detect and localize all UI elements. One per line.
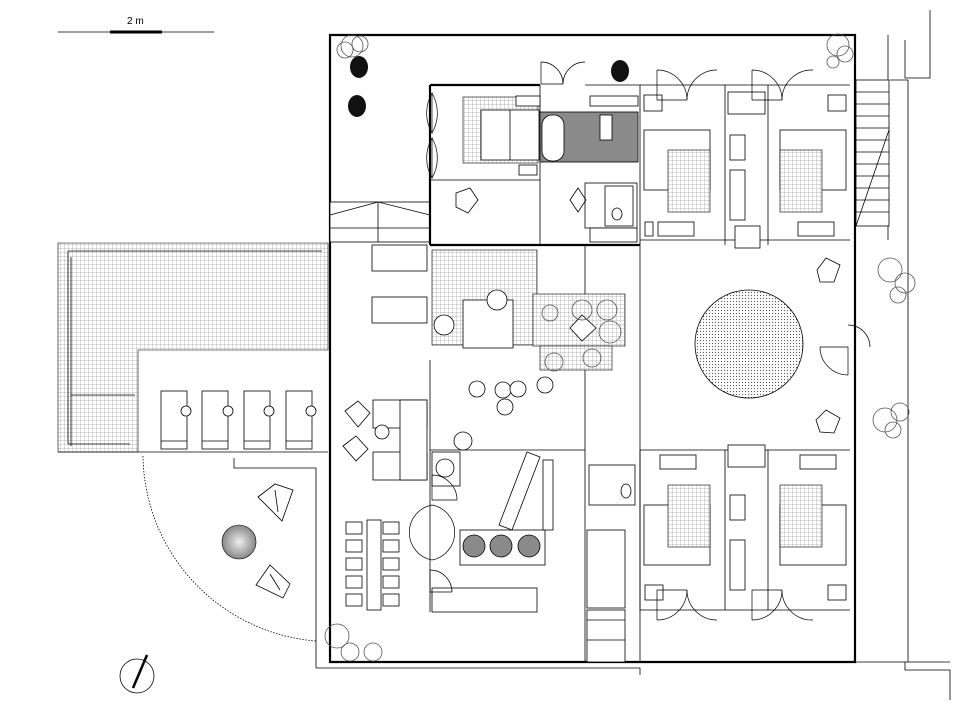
bedroom-bottom-right — [779, 454, 847, 601]
bedroom-top-right — [779, 94, 847, 237]
central-stair — [586, 464, 636, 663]
bedroom-bottom-left — [643, 454, 711, 601]
shelving-unit — [431, 249, 626, 371]
wc-upper — [569, 182, 638, 243]
north-arrow-icon — [119, 654, 155, 694]
entry-stair — [329, 201, 431, 243]
kitchen-island — [459, 529, 546, 566]
exterior-stair — [855, 79, 890, 227]
doors — [408, 61, 871, 621]
bath-top-shared — [727, 91, 766, 249]
living-sofas — [371, 244, 428, 481]
garden-area — [58, 451, 328, 668]
lounge-chairs — [342, 187, 597, 462]
bedroom-top-left — [643, 94, 711, 237]
master-bathroom — [462, 95, 639, 176]
side-tables — [815, 257, 841, 434]
bar-counter — [498, 451, 554, 531]
round-rug — [694, 289, 804, 399]
scale-bar: 2 m — [58, 16, 214, 34]
dining-table — [345, 519, 400, 611]
plants — [324, 33, 916, 662]
sun-loungers — [160, 390, 317, 450]
small-stools — [374, 289, 554, 451]
kitchen-counter — [431, 451, 538, 613]
bath-bottom-shared — [727, 444, 766, 591]
scale-bar-label: 2 m — [127, 16, 144, 27]
